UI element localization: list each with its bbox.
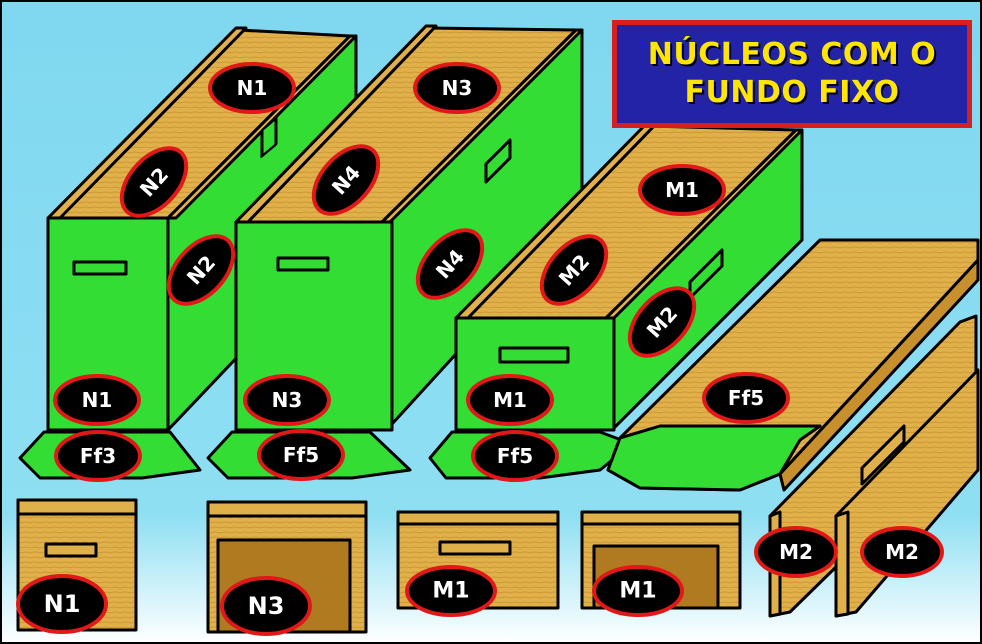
label-text: M2 <box>885 540 919 564</box>
label-text: N1 <box>44 590 81 618</box>
part-label-n3-part: N3 <box>222 578 310 634</box>
part-label-ff5-board: Ff5 <box>704 374 788 422</box>
label-text: N3 <box>248 592 285 620</box>
part-label-m1-part-b: M1 <box>594 567 682 615</box>
part-label-m1-back: M1 <box>640 166 724 214</box>
label-text: M1 <box>432 579 469 604</box>
label-text: M1 <box>665 178 699 202</box>
part-label-m1-front: M1 <box>468 376 552 424</box>
entrance-slot <box>46 544 96 556</box>
label-text: M1 <box>619 579 656 604</box>
label-text: Ff5 <box>283 443 319 467</box>
title-line-1: NÚCLEOS COM O <box>648 36 936 74</box>
part-label-ff5-floor-a: Ff5 <box>259 431 343 479</box>
entrance-slot <box>278 258 328 270</box>
label-text: Ff5 <box>728 386 764 410</box>
entrance-slot <box>440 542 510 554</box>
part-label-m2-part-a: M2 <box>756 528 836 576</box>
part-label-n1-part: N1 <box>18 576 106 632</box>
label-text: M2 <box>779 540 813 564</box>
part-label-ff3-floor: Ff3 <box>56 432 140 480</box>
part-label-m2-part-b: M2 <box>862 528 942 576</box>
label-text: N1 <box>237 76 268 100</box>
title-box: NÚCLEOS COM O FUNDO FIXO <box>612 20 972 128</box>
label-text: N1 <box>82 388 113 412</box>
label-text: Ff5 <box>497 444 533 468</box>
entrance-slot <box>500 348 568 362</box>
label-text: N3 <box>442 76 473 100</box>
part-label-n3-front: N3 <box>245 376 329 424</box>
part-label-ff5-floor-b: Ff5 <box>473 432 557 480</box>
part-label-n1-front: N1 <box>55 376 139 424</box>
label-text: Ff3 <box>80 444 116 468</box>
part-label-n1-top: N1 <box>210 64 294 112</box>
label-text: N3 <box>272 388 303 412</box>
part-label-n3-top: N3 <box>415 64 499 112</box>
part-label-m1-part-a: M1 <box>407 567 495 615</box>
entrance-slot <box>74 262 126 274</box>
label-text: M1 <box>493 388 527 412</box>
title-line-2: FUNDO FIXO <box>684 74 899 112</box>
